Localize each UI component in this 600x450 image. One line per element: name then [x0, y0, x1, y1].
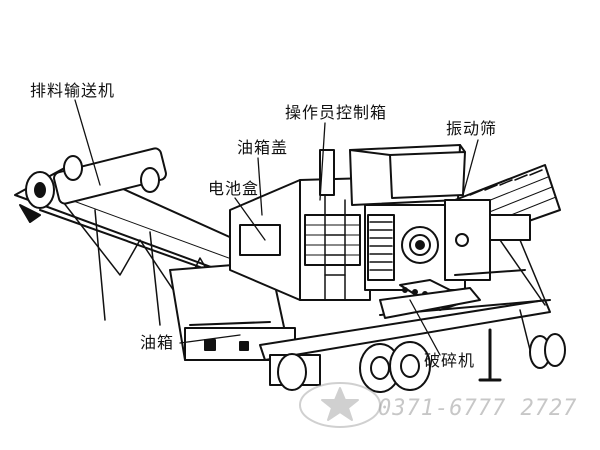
vibrating-screen-unit — [444, 164, 561, 306]
wheel-set — [269, 333, 566, 393]
leader-lines — [74, 99, 479, 356]
label-battery-box: 电池盒 — [208, 179, 260, 198]
watermark-emblem — [299, 382, 381, 428]
label-crusher: 破碎机 — [424, 351, 476, 370]
label-fuel-tank-cap: 油箱盖 — [237, 138, 289, 157]
label-operator-control-box: 操作员控制箱 — [285, 103, 388, 122]
power-unit-housing — [229, 149, 371, 301]
label-discharge-conveyor: 排料输送机 — [30, 81, 116, 100]
chassis-frame — [169, 261, 561, 382]
label-fuel-tank: 油箱 — [140, 333, 175, 352]
discharge-conveyor-boom — [14, 147, 286, 326]
label-vibrating-screen: 振动筛 — [446, 119, 498, 138]
feed-hopper — [349, 144, 466, 206]
watermark-phone: 0371-6777 2727 — [378, 396, 578, 421]
